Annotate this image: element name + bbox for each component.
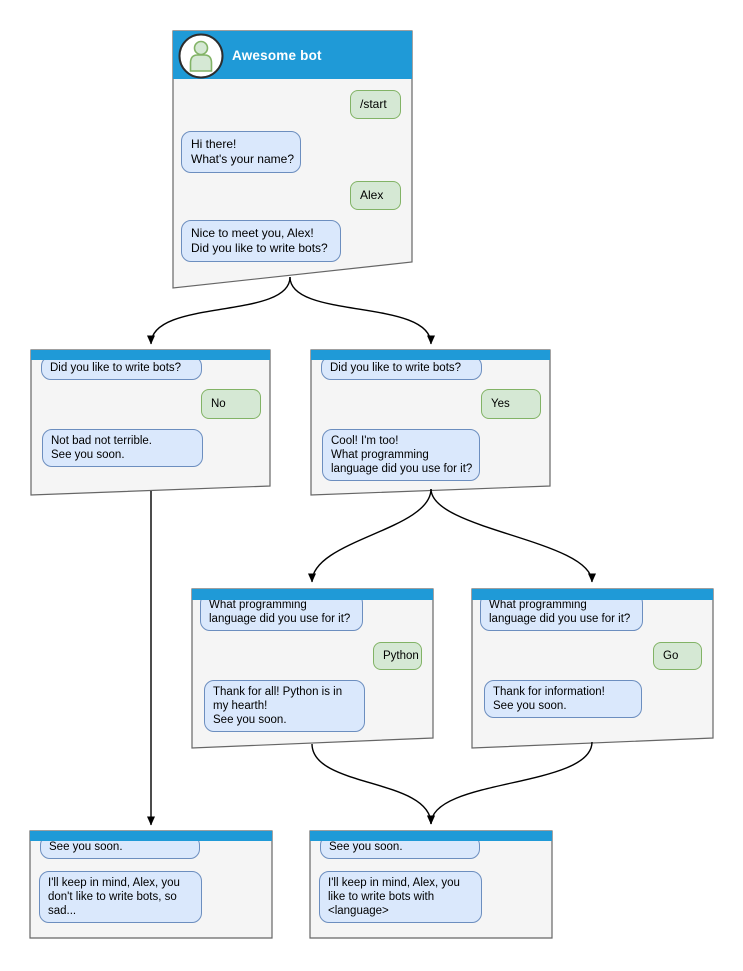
titlebar-go[interactable]: [472, 589, 713, 600]
bot-message-yes-question[interactable]: Did you like to write bots?: [321, 356, 482, 380]
user-message-start[interactable]: /start: [350, 90, 401, 119]
bot-avatar-icon: [178, 33, 224, 79]
bot-message-no-reply[interactable]: Not bad not terrible.See you soon.: [42, 429, 203, 467]
user-message-no[interactable]: No: [201, 389, 261, 419]
titlebar-yes[interactable]: [311, 350, 550, 360]
edge-main-to-yes[interactable]: [289, 276, 435, 345]
bot-message-go-reply[interactable]: Thank for information!See you soon.: [484, 680, 642, 718]
bot-title: Awesome bot: [232, 47, 322, 63]
edge-python-to-end-yes[interactable]: [311, 743, 435, 825]
bot-message-ask-bots[interactable]: Nice to meet you, Alex!Did you like to w…: [181, 220, 341, 262]
titlebar-end-yes[interactable]: [310, 831, 552, 841]
titlebar-end-no[interactable]: [30, 831, 272, 841]
user-message-go[interactable]: Go: [653, 642, 702, 670]
titlebar-python[interactable]: [192, 589, 433, 600]
bot-message-greeting[interactable]: Hi there!What's your name?: [181, 131, 301, 173]
user-message-yes[interactable]: Yes: [481, 389, 541, 419]
edge-go-to-end-yes[interactable]: [427, 741, 593, 825]
edge-main-to-no[interactable]: [147, 276, 291, 345]
user-message-python[interactable]: Python: [373, 642, 422, 670]
edge-yes-to-go[interactable]: [430, 488, 596, 583]
bot-message-no-question[interactable]: Did you like to write bots?: [41, 356, 202, 380]
titlebar-main[interactable]: Awesome bot: [173, 31, 412, 79]
titlebar-no[interactable]: [31, 350, 270, 360]
edge-yes-to-python[interactable]: [308, 488, 432, 583]
user-message-name[interactable]: Alex: [350, 181, 401, 210]
